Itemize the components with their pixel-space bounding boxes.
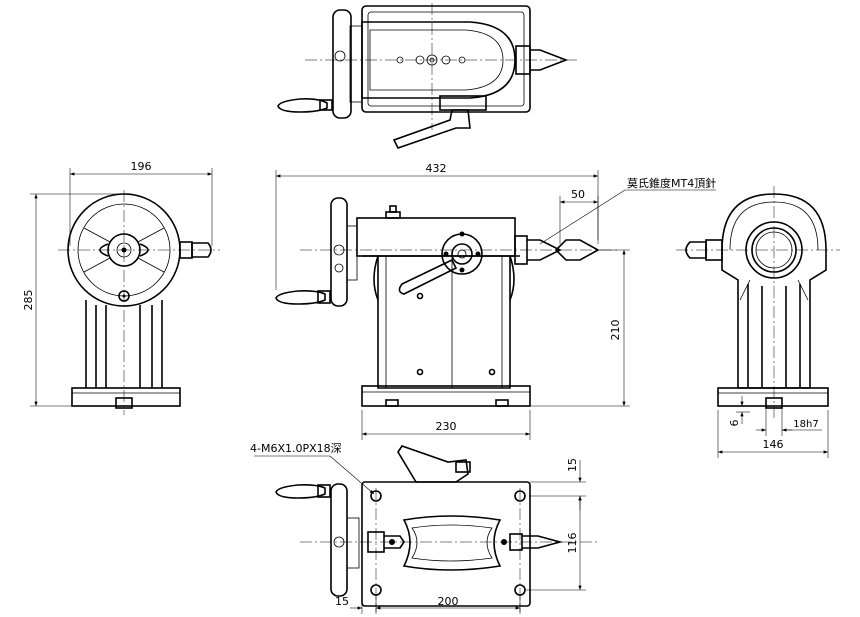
dim-key-width: 18h7 (793, 419, 818, 430)
dim-hole-offset: 6 (728, 420, 741, 427)
dim-overall-length: 432 (426, 162, 447, 175)
dim-top-margin: 15 (566, 458, 579, 472)
right-view (676, 186, 840, 458)
label-taper-center: 莫氏錐度MT4頂針 (627, 176, 716, 190)
dim-hole-span-x: 200 (438, 595, 459, 608)
dim-center-offset: 50 (571, 188, 585, 201)
dim-base-width: 146 (763, 438, 784, 451)
dim-center-height: 210 (609, 320, 622, 341)
dim-base-length: 230 (436, 420, 457, 433)
bottom-view (254, 445, 600, 614)
top-view (277, 3, 580, 149)
label-thread-spec: 4-M6X1.0PX18深 (250, 442, 342, 455)
dim-front-width: 196 (131, 160, 152, 173)
dim-overall-height: 285 (22, 290, 35, 311)
dim-left-margin: 15 (335, 595, 349, 608)
front-view (275, 170, 716, 440)
left-view (30, 168, 220, 415)
dim-hole-span-y: 116 (566, 533, 579, 554)
